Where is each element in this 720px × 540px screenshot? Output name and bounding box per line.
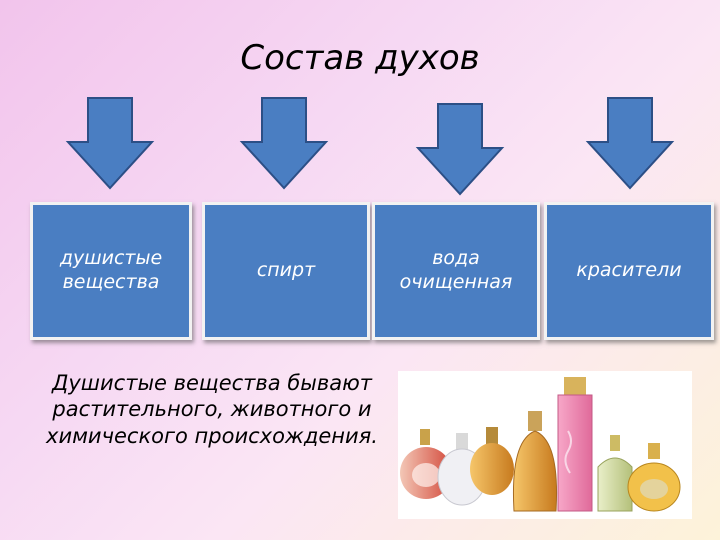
component-box-water: вода очищенная bbox=[372, 202, 540, 340]
down-arrow-icon bbox=[65, 97, 155, 190]
down-arrow-icon bbox=[415, 103, 505, 196]
component-box-dyes: красители bbox=[544, 202, 714, 340]
component-label: красители bbox=[576, 259, 682, 282]
down-arrow-icon bbox=[239, 97, 329, 190]
component-label: спирт bbox=[256, 259, 316, 282]
component-box-alcohol: спирт bbox=[202, 202, 370, 340]
note-text: Душистые вещества бывают растительного, … bbox=[46, 371, 378, 448]
down-arrow-icon bbox=[585, 97, 675, 190]
component-label: душистые вещества bbox=[59, 247, 163, 293]
component-box-fragrances: душистые вещества bbox=[30, 202, 192, 340]
perfume-bottles-photo bbox=[398, 371, 692, 519]
slide-title: Состав духов bbox=[240, 38, 480, 78]
component-label: вода очищенная bbox=[399, 247, 513, 293]
